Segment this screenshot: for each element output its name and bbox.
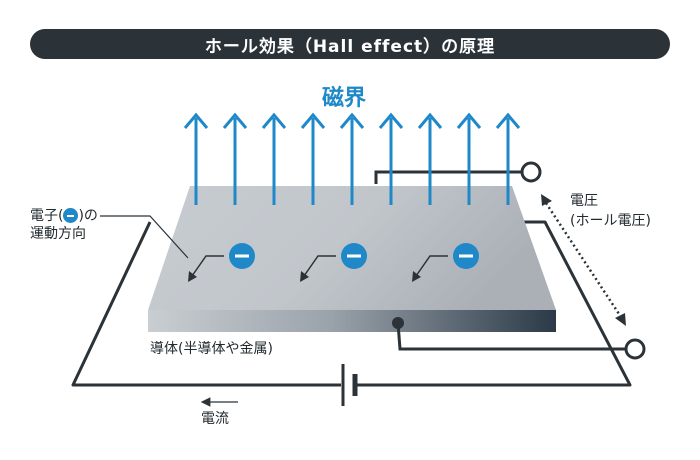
conductor-plate-front [148, 310, 556, 332]
electron-label: 電子( )の 運動方向 [30, 207, 98, 243]
field-arrow [495, 112, 521, 205]
electron-symbol-icon [63, 208, 79, 223]
hall-wire-upper [374, 170, 522, 184]
terminal-upper [520, 161, 542, 183]
electron-label-line2: 運動方向 [30, 226, 86, 242]
electron-motion-arrow [191, 255, 224, 277]
electron [188, 243, 255, 282]
electron-motion-arrow [303, 255, 336, 277]
circuit-wire [71, 220, 632, 387]
field-arrow [378, 112, 404, 205]
field-arrow [417, 112, 443, 205]
title-text: ホール効果（Hall effect）の原理 [204, 36, 496, 57]
field-arrow [222, 112, 248, 205]
conductor-label: 導体(半導体や金属) [150, 341, 273, 357]
title-banner: ホール効果（Hall effect）の原理 [30, 29, 670, 59]
hall-wire-lower [396, 322, 626, 351]
terminal-lower [624, 338, 646, 360]
electrons [188, 243, 479, 282]
field-arrow [183, 112, 209, 205]
voltage-arrow-head-bottom [615, 313, 626, 326]
electron-label-leader [100, 215, 189, 259]
magnetic-field-arrows [183, 112, 521, 205]
field-arrow [456, 112, 482, 205]
electron [412, 243, 479, 282]
current-label: 電流 [201, 411, 229, 427]
field-arrow [261, 112, 287, 205]
field-arrow [339, 112, 365, 205]
voltage-label-2: (ホール電圧) [570, 213, 651, 229]
voltage-label-1: 電圧 [570, 193, 598, 209]
electron-label-post: )の [78, 208, 98, 224]
electron-motion-arrow [415, 255, 448, 277]
electron-label-pre: 電子( [30, 208, 64, 224]
magnetic-field-label: 磁界 [322, 86, 367, 111]
electron [300, 243, 367, 282]
voltage-arrow-head-top [541, 194, 552, 206]
field-arrow [300, 112, 326, 205]
